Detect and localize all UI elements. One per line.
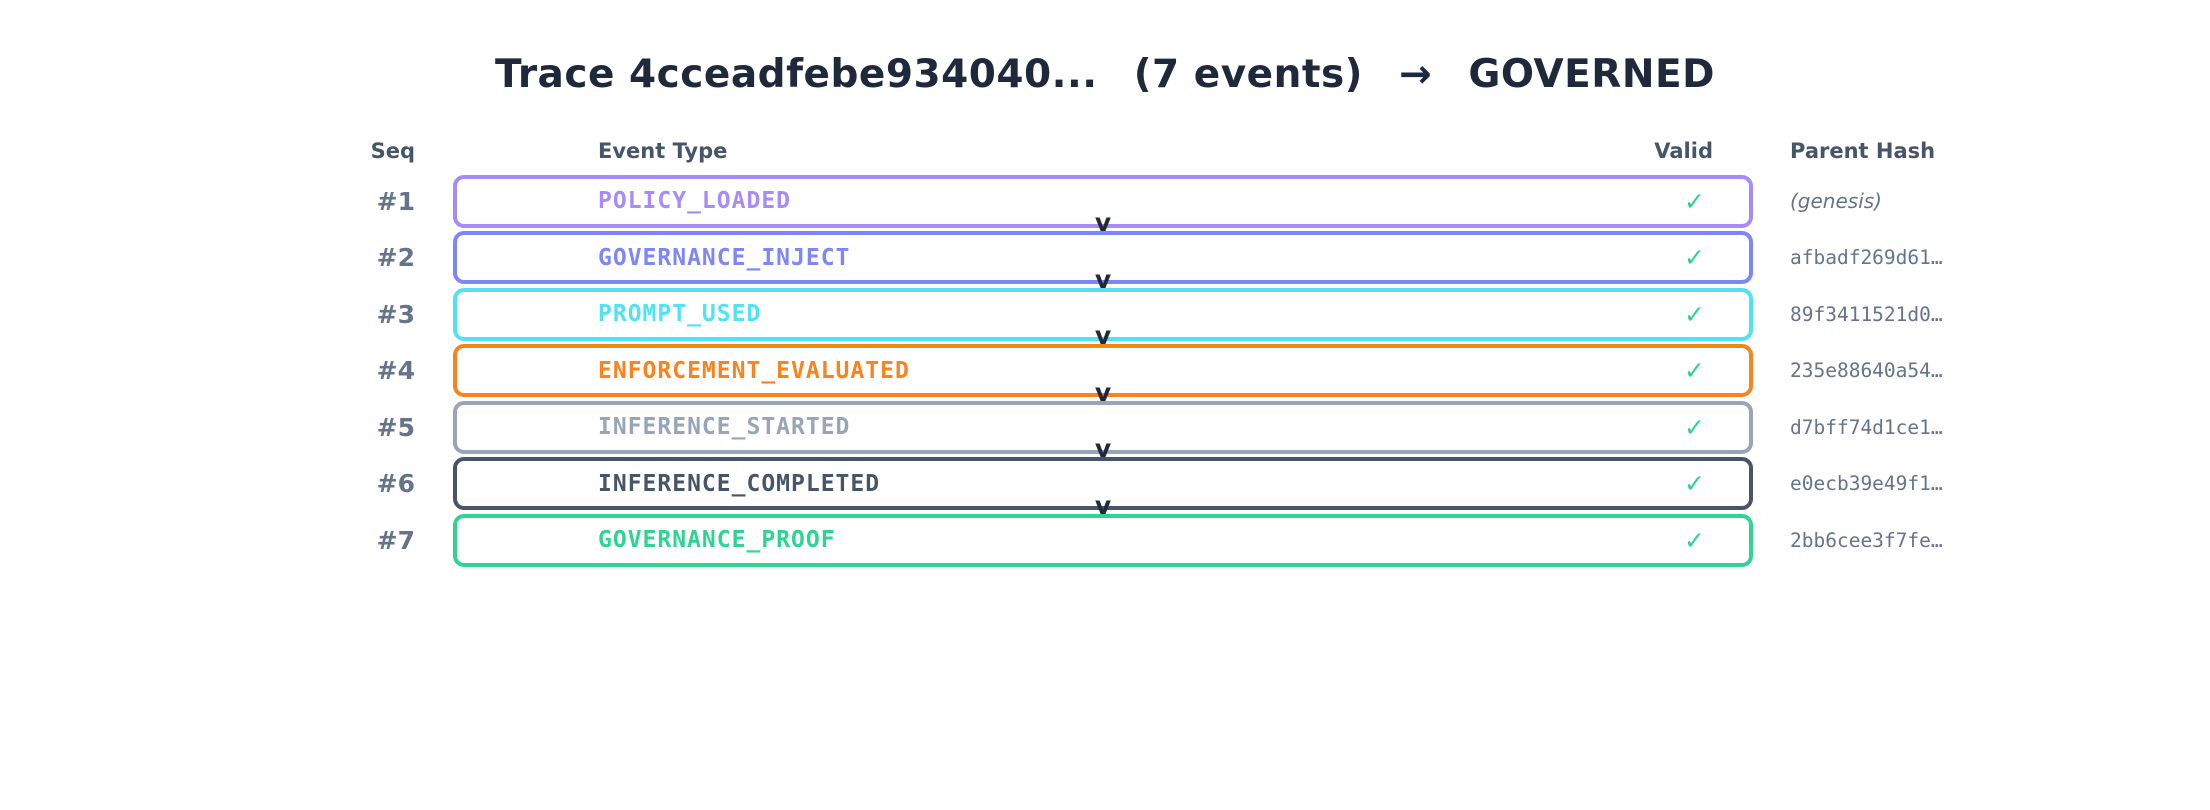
trace-id-label: Trace 4cceadfebe934040...	[495, 52, 1098, 97]
parent-hash-label: afbadf269d61…	[1790, 246, 1943, 270]
event-type-label: POLICY_LOADED	[598, 188, 792, 215]
valid-check-icon: ✓	[1684, 186, 1705, 216]
column-header-valid: Valid	[1654, 138, 1713, 163]
arrow-down-icon: v	[1094, 490, 1112, 520]
arrow-down-icon: v	[1094, 321, 1112, 351]
event-type-label: PROMPT_USED	[598, 301, 762, 328]
table-header-row: Seq Event Type Valid Parent Hash	[0, 139, 2210, 163]
table-row: #1 POLICY_LOADED ✓ (genesis)	[0, 174, 2210, 228]
arrow-down-icon: v	[1094, 264, 1112, 294]
valid-check-icon: ✓	[1684, 299, 1705, 329]
seq-label: #6	[376, 469, 415, 499]
column-header-middle: Event Type Valid	[453, 139, 1753, 163]
event-type-label: INFERENCE_STARTED	[598, 414, 851, 441]
event-type-label: ENFORCEMENT_EVALUATED	[598, 357, 910, 384]
parent-hash-label: e0ecb39e49f1…	[1790, 472, 1943, 496]
seq-label: #1	[376, 186, 415, 216]
parent-hash-label: (genesis)	[1790, 189, 1882, 214]
parent-hash-label: 89f3411521d0…	[1790, 302, 1943, 326]
events-count-label: (7 events)	[1133, 52, 1364, 97]
valid-check-icon: ✓	[1684, 469, 1705, 499]
column-header-seq: Seq	[370, 138, 415, 163]
parent-hash-label: 235e88640a54…	[1790, 359, 1943, 383]
valid-check-icon: ✓	[1684, 356, 1705, 386]
event-type-label: GOVERNANCE_INJECT	[598, 244, 851, 271]
event-type-label: GOVERNANCE_PROOF	[598, 527, 836, 554]
event-box: POLICY_LOADED ✓	[453, 174, 1753, 228]
arrow-down-icon: v	[1094, 377, 1112, 407]
event-type-label: INFERENCE_COMPLETED	[598, 470, 881, 497]
valid-check-icon: ✓	[1684, 525, 1705, 555]
seq-label: #7	[376, 525, 415, 555]
parent-hash-label: 2bb6cee3f7fe…	[1790, 528, 1943, 552]
seq-label: #2	[376, 243, 415, 273]
seq-label: #3	[376, 299, 415, 329]
parent-hash-label: d7bff74d1ce1…	[1790, 415, 1943, 439]
seq-label: #4	[376, 356, 415, 386]
column-header-parent-hash: Parent Hash	[1790, 138, 1936, 163]
column-header-event-type: Event Type	[598, 138, 728, 163]
valid-check-icon: ✓	[1684, 412, 1705, 442]
arrow-down-icon: v	[1094, 208, 1112, 238]
page-title: Trace 4cceadfebe934040... (7 events) → G…	[0, 52, 2210, 99]
arrow-right-icon: →	[1399, 52, 1433, 97]
seq-label: #5	[376, 412, 415, 442]
valid-check-icon: ✓	[1684, 243, 1705, 273]
governed-status-label: GOVERNED	[1468, 52, 1715, 97]
arrow-down-icon: v	[1094, 434, 1112, 464]
